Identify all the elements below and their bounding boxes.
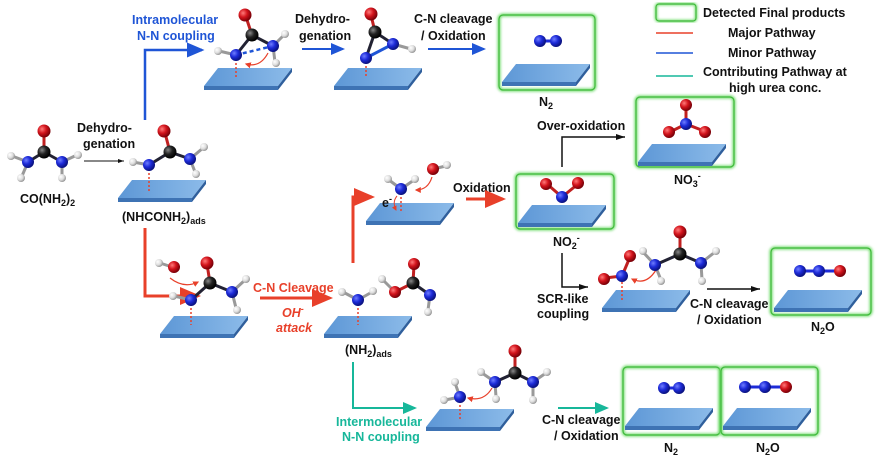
arrow-intermolecular-coupling	[352, 362, 417, 414]
legend-label-contributing: Contributing Pathway at	[703, 65, 848, 79]
nhconh2-label: (NHCONH2)ads	[122, 210, 206, 226]
step-intramolecular-line1: Intramolecular	[132, 13, 218, 27]
surface-intramolecular	[204, 68, 292, 90]
arrow-intramolecular-coupling	[143, 42, 205, 120]
surface-dehydrogenated	[334, 68, 422, 90]
intermolecular-coupling-molecule	[440, 344, 551, 420]
step-intermolecular-line1: Intermolecular	[336, 415, 422, 429]
product-box-n2-bottom	[621, 365, 722, 437]
surface-oh-attack	[160, 316, 248, 338]
nh2-oh-molecule	[384, 161, 451, 212]
step-dehydrogenation-1-line1: Dehydro-	[77, 121, 132, 135]
urea-label: CO(NH2)2	[20, 192, 75, 208]
product-box-no2	[514, 172, 616, 231]
n2o-mid-label: N2O	[811, 320, 835, 336]
nh2-molecule	[338, 287, 377, 325]
oh-attack-molecule	[155, 256, 250, 325]
step-dehydrogenation-2-line2: genation	[299, 29, 351, 43]
n2o-bottom-label: N2O	[756, 441, 780, 457]
arrow-scr-coupling	[561, 253, 588, 290]
legend-label-minor: Minor Pathway	[728, 46, 816, 60]
step-cn-oxidation-mid-line2: / Oxidation	[697, 313, 762, 327]
arrow-over-oxidation	[561, 134, 625, 167]
step-scr-line1: SCR-like	[537, 292, 588, 306]
step-dehydrogenation-1-line2: genation	[83, 137, 135, 151]
step-oxidation: Oxidation	[453, 181, 511, 195]
no2-label: NO2-	[553, 233, 580, 251]
step-cn-oxidation-bottom-line1: C-N cleavage	[542, 413, 621, 427]
step-cn-cleavage: C-N Cleavage	[253, 281, 334, 295]
arrow-major-to-oxidation	[351, 188, 375, 263]
electron-label: e-	[382, 194, 392, 210]
step-over-oxidation: Over-oxidation	[537, 119, 625, 133]
product-box-no3	[634, 95, 736, 169]
step-scr-line2: coupling	[537, 307, 589, 321]
intramolecular-coupling-molecule	[214, 8, 289, 78]
surface-nhconh2	[118, 180, 206, 202]
step-oh-label: OH-	[282, 304, 304, 320]
surface-nh2	[324, 316, 412, 338]
legend-label-major: Major Pathway	[728, 26, 816, 40]
step-cn-oxidation-top-line2: / Oxidation	[421, 29, 486, 43]
step-attack-label: attack	[276, 321, 313, 335]
scr-coupling-molecule	[598, 225, 720, 300]
surface-scr	[602, 290, 690, 312]
step-intermolecular-line2: N-N coupling	[342, 430, 420, 444]
step-cn-oxidation-mid-line1: C-N cleavage	[690, 297, 769, 311]
step-cn-oxidation-top-line1: C-N cleavage	[414, 12, 493, 26]
dehydrogenated-intermediate-molecule	[360, 7, 416, 76]
legend: Detected Final products Major Pathway Mi…	[654, 2, 848, 95]
product-box-n2-top	[497, 13, 597, 92]
surface-nh2-oxidation	[366, 203, 454, 225]
n2-top-label: N2	[539, 95, 553, 111]
no3-label: NO3-	[674, 171, 701, 189]
step-dehydrogenation-2-line1: Dehydro-	[295, 12, 350, 26]
legend-label-contributing-2: high urea conc.	[729, 81, 821, 95]
n2-bottom-label: N2	[664, 441, 678, 457]
nhconh2-molecule	[129, 124, 208, 192]
legend-label-products: Detected Final products	[703, 6, 845, 20]
carbamic-acid-fragment	[378, 258, 436, 316]
step-cn-oxidation-bottom-line2: / Oxidation	[554, 429, 619, 443]
nh2-ads-label: (NH2)ads	[345, 343, 392, 359]
step-intramolecular-line2: N-N coupling	[137, 29, 215, 43]
product-box-n2o-bottom	[719, 365, 820, 437]
legend-product-box	[655, 3, 697, 22]
product-box-n2o-mid	[769, 246, 873, 317]
legend-product-box-glow	[654, 2, 698, 23]
urea-molecule	[7, 124, 82, 182]
surface-intermolecular	[426, 409, 514, 431]
